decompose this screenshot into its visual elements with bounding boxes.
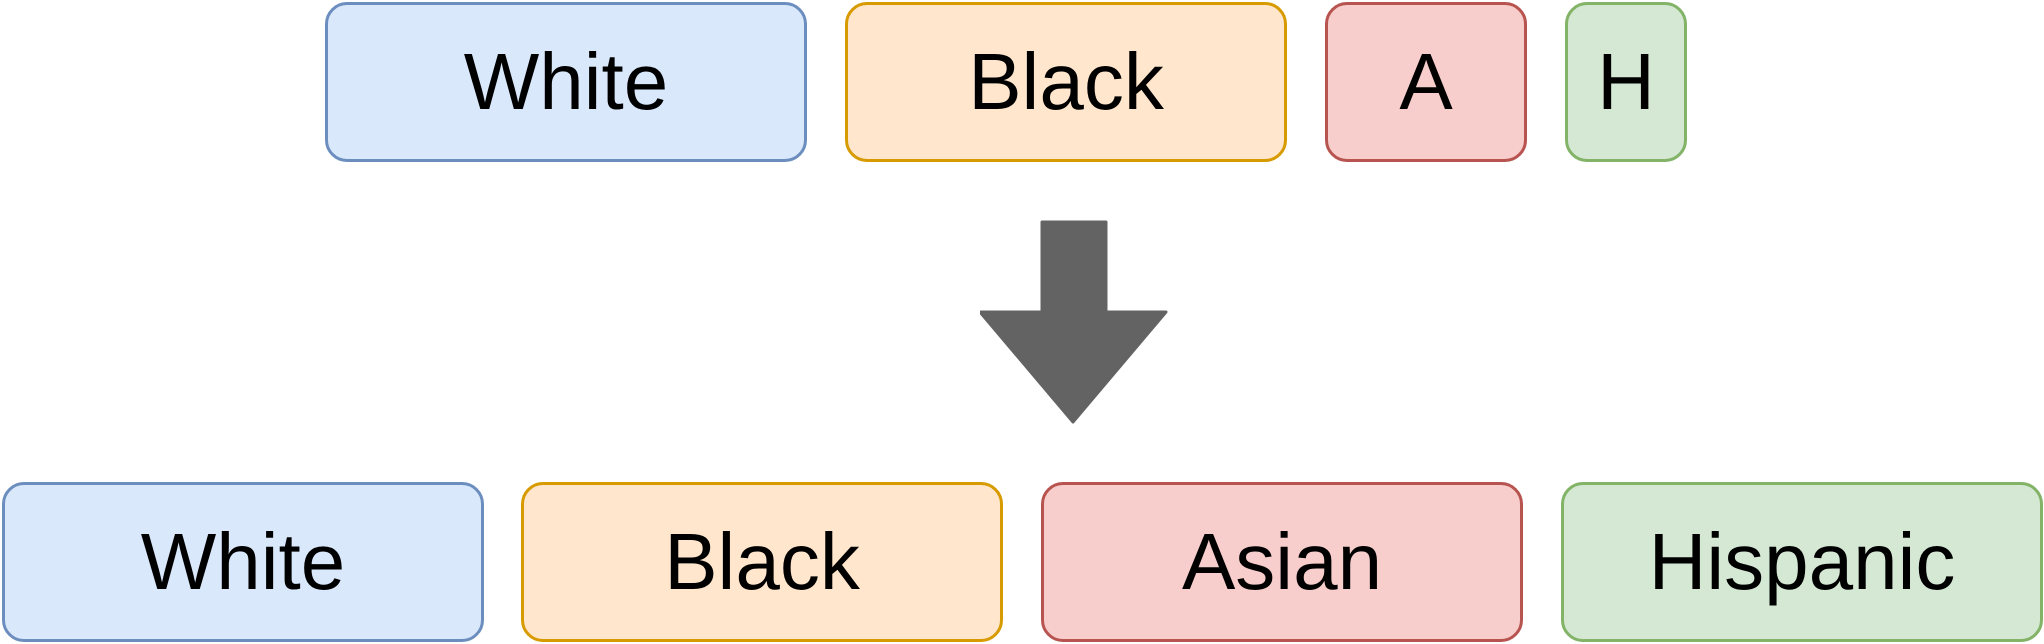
bottom-black-label: Black [664,517,860,606]
bottom-black-box: Black [521,482,1003,642]
bottom-hispanic-box: Hispanic [1561,482,2043,642]
bottom-asian-label: Asian [1181,517,1383,606]
top-white-label: White [463,37,669,126]
bottom-white-box: White [2,482,484,642]
top-a-label: A [1399,37,1453,126]
top-h-label: H [1597,37,1655,126]
top-h-box: H [1565,2,1687,162]
bottom-hispanic-label: Hispanic [1648,517,1956,606]
top-black-box: Black [845,2,1287,162]
down-arrow-icon [980,220,1168,424]
bottom-asian-box: Asian [1041,482,1523,642]
top-white-box: White [325,2,807,162]
top-a-box: A [1325,2,1527,162]
top-black-label: Black [968,37,1164,126]
bottom-white-label: White [140,517,346,606]
